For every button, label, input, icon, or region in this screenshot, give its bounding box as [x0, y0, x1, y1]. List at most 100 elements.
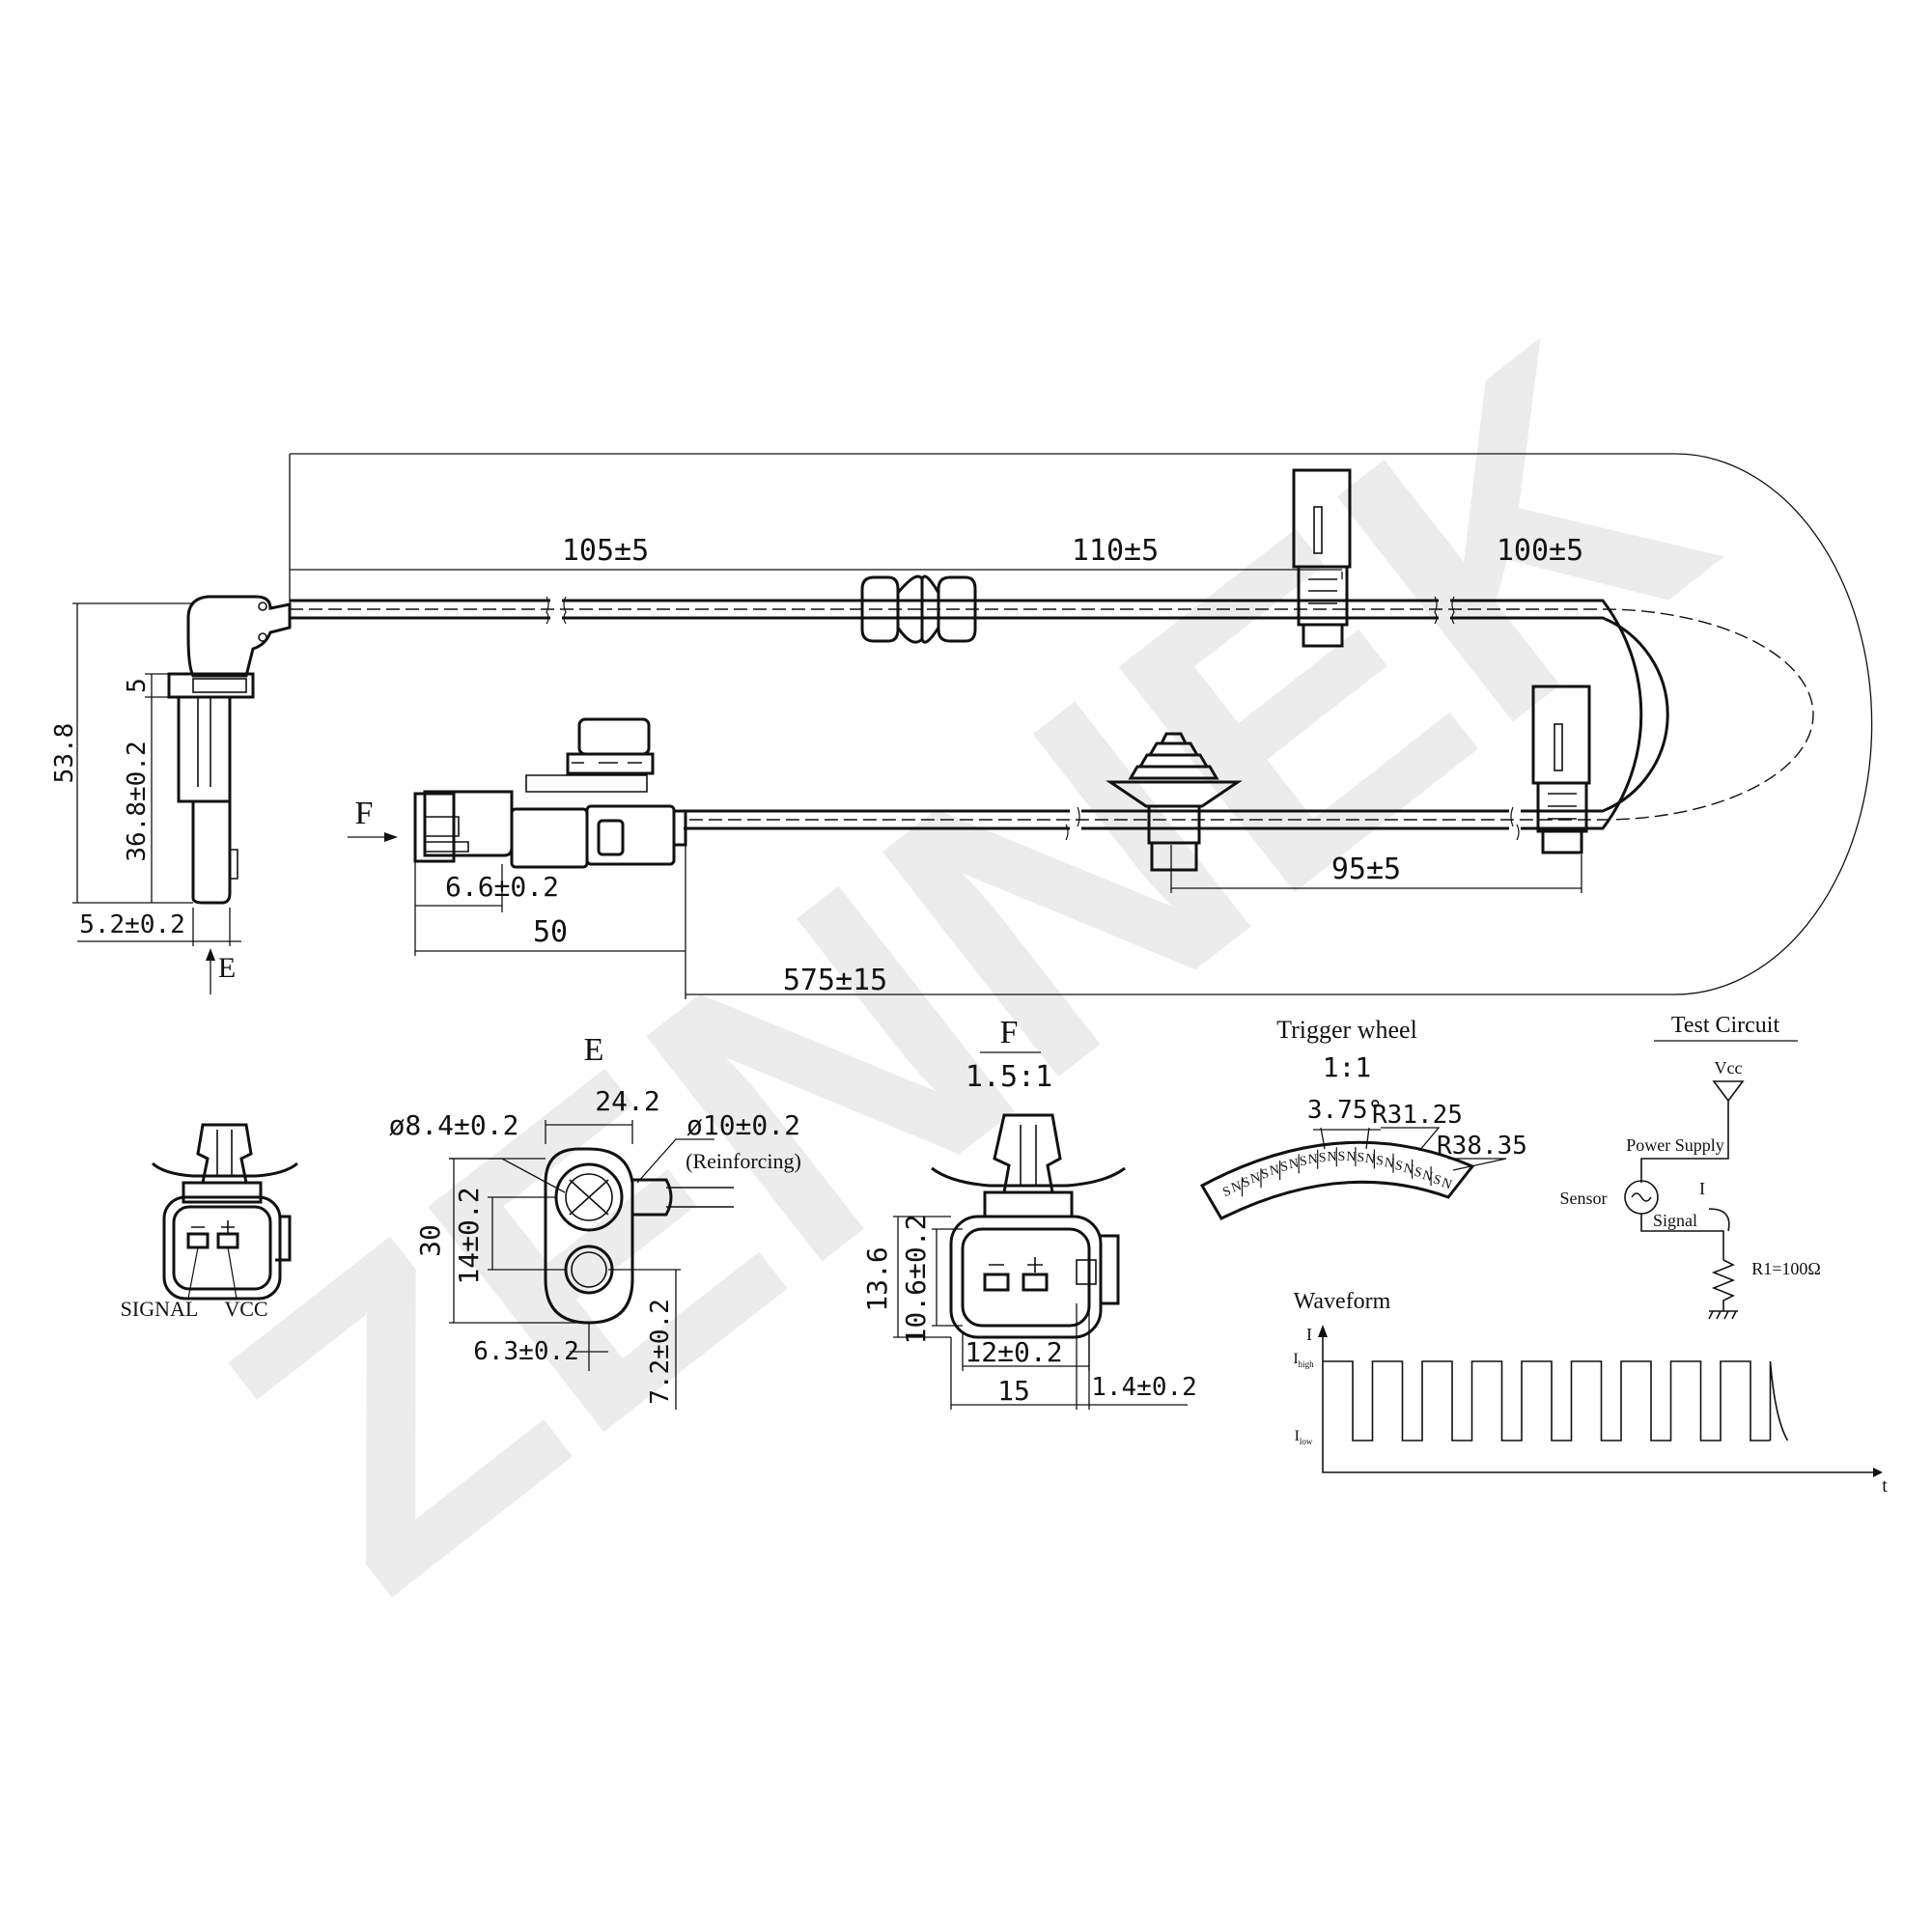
trigger-pole: N	[1327, 1150, 1336, 1164]
cable-centerline	[290, 608, 1814, 821]
sensor-elbow	[186, 595, 292, 678]
front-neck	[182, 1181, 263, 1204]
waveform: Waveform I t Ihigh Ilow	[1293, 1289, 1888, 1497]
dim-7.2-line	[608, 1269, 681, 1410]
tc-current-arrow	[1708, 1208, 1730, 1232]
trigger-pole: N	[1269, 1162, 1281, 1179]
push-clip-base	[1150, 841, 1198, 872]
trigger-leaders	[1313, 1127, 1507, 1171]
dim-30: 30	[414, 1224, 446, 1257]
dim-105: 105±5	[562, 534, 649, 568]
view-f-label: F	[355, 796, 374, 831]
dim-110: 110±5	[1072, 534, 1159, 568]
trigger-pole: N	[1288, 1157, 1300, 1172]
dim-5-line	[145, 673, 169, 698]
dim-24.2: 24.2	[595, 1085, 659, 1117]
tc-current: I	[1699, 1179, 1705, 1198]
trigger-wheel-scale: 1:1	[1323, 1051, 1372, 1083]
waveform-x-axis: t	[1882, 1475, 1888, 1497]
waveform-y-axis: I	[1306, 1325, 1312, 1344]
break-mark-3	[1065, 806, 1520, 841]
grommet-right	[937, 575, 977, 643]
trigger-pole: S	[1337, 1150, 1345, 1164]
break-mark-1	[546, 596, 567, 625]
dim-15-line	[950, 1303, 1078, 1410]
trigger-pole: S	[1413, 1165, 1423, 1181]
reinforcing-note: (Reinforcing)	[686, 1149, 801, 1173]
connector-latch-top	[577, 717, 651, 756]
dim-100: 100±5	[1497, 534, 1583, 568]
dim-top-line	[290, 569, 1343, 579]
f-housing-outer	[949, 1215, 1103, 1339]
test-circuit: Test Circuit Vcc Power Supply Sensor I S…	[1560, 1013, 1821, 1320]
dim-6.6: 6.6±0.2	[445, 871, 559, 903]
signal-label: SIGNAL	[121, 1297, 199, 1321]
sensor-body-lines	[197, 697, 211, 787]
trigger-r-inner: R31.25	[1372, 1101, 1463, 1130]
sensor-collar-inner	[192, 678, 247, 693]
sensor-bore-inner	[565, 1173, 613, 1221]
flange-outline	[544, 1147, 634, 1325]
push-clip-umbrella	[1106, 780, 1243, 808]
zennek-watermark: ZENNEK	[152, 259, 1782, 1675]
trigger-pole: N	[1307, 1152, 1318, 1167]
trigger-pole: N	[1249, 1170, 1263, 1187]
trigger-pole: N	[1346, 1150, 1357, 1164]
waveform-axes	[1322, 1330, 1878, 1473]
trigger-wheel-title: Trigger wheel	[1276, 1016, 1417, 1044]
bracket-right-foot	[1541, 829, 1583, 854]
sensor-collar	[167, 672, 255, 699]
front-housing-inner	[172, 1205, 272, 1291]
view-e-arrowhead	[206, 948, 215, 961]
elbow-dot-2	[258, 632, 267, 642]
waveform-trace	[1323, 1360, 1789, 1441]
tc-signal-wire	[1640, 1214, 1724, 1260]
tc-signal: Signal	[1653, 1211, 1697, 1230]
tc-sensor-wave	[1631, 1192, 1652, 1202]
tc-resistor-label: R1=100Ω	[1751, 1259, 1821, 1278]
dim-95: 95±5	[1331, 853, 1401, 886]
front-leaders	[187, 1246, 238, 1300]
waveform-title: Waveform	[1294, 1289, 1391, 1314]
dim-10.6-line	[932, 1228, 963, 1327]
tc-ground	[1708, 1310, 1738, 1320]
f-housing-inner	[961, 1227, 1091, 1328]
trigger-pole: N	[1440, 1176, 1454, 1193]
front-latch	[196, 1123, 253, 1185]
connector-front-view: SIGNAL VCC	[121, 1123, 298, 1321]
connector-nose	[413, 792, 456, 863]
trigger-pole: S	[1393, 1159, 1404, 1174]
bracket-top-ribs	[1308, 578, 1337, 604]
trigger-pole: N	[1364, 1152, 1376, 1167]
dim-53.8-line	[72, 602, 193, 904]
trigger-pole: S	[1279, 1160, 1289, 1175]
trigger-pole: S	[1241, 1175, 1252, 1191]
overall-length-line	[290, 453, 1873, 995]
trigger-pole: N	[1402, 1161, 1414, 1178]
dim-10.6: 10.6±0.2	[900, 1215, 932, 1345]
push-clip-cone	[1128, 732, 1219, 780]
watermark-text: ZENNEK	[152, 259, 1782, 1675]
dim-95-line	[1170, 845, 1582, 893]
break-mark-2	[1434, 596, 1455, 625]
dim-575: 575±15	[783, 964, 887, 997]
dim-24.2-line	[545, 1120, 633, 1144]
dim-6.6-line	[414, 861, 503, 956]
view-e-title: E	[584, 1032, 604, 1068]
f-latch-lines	[1020, 1125, 1037, 1186]
dim-diam-8.4: ø8.4±0.2	[389, 1109, 519, 1141]
bracket-top-foot	[1302, 623, 1344, 648]
trigger-r-outer: R38.35	[1437, 1132, 1527, 1161]
dim-14: 14±0.2	[453, 1187, 485, 1284]
view-f-arrowhead	[384, 832, 398, 842]
connector-mid-block	[510, 807, 589, 869]
sensor-bore-outer	[554, 1162, 624, 1232]
dim-15: 15	[997, 1375, 1030, 1407]
trigger-pole: S	[1299, 1154, 1307, 1169]
connector-nose-details	[424, 816, 469, 853]
dim-5.2: 5.2±0.2	[79, 910, 185, 939]
cable-outline-outer	[290, 599, 1643, 830]
cable-exit-lines	[666, 1187, 734, 1208]
